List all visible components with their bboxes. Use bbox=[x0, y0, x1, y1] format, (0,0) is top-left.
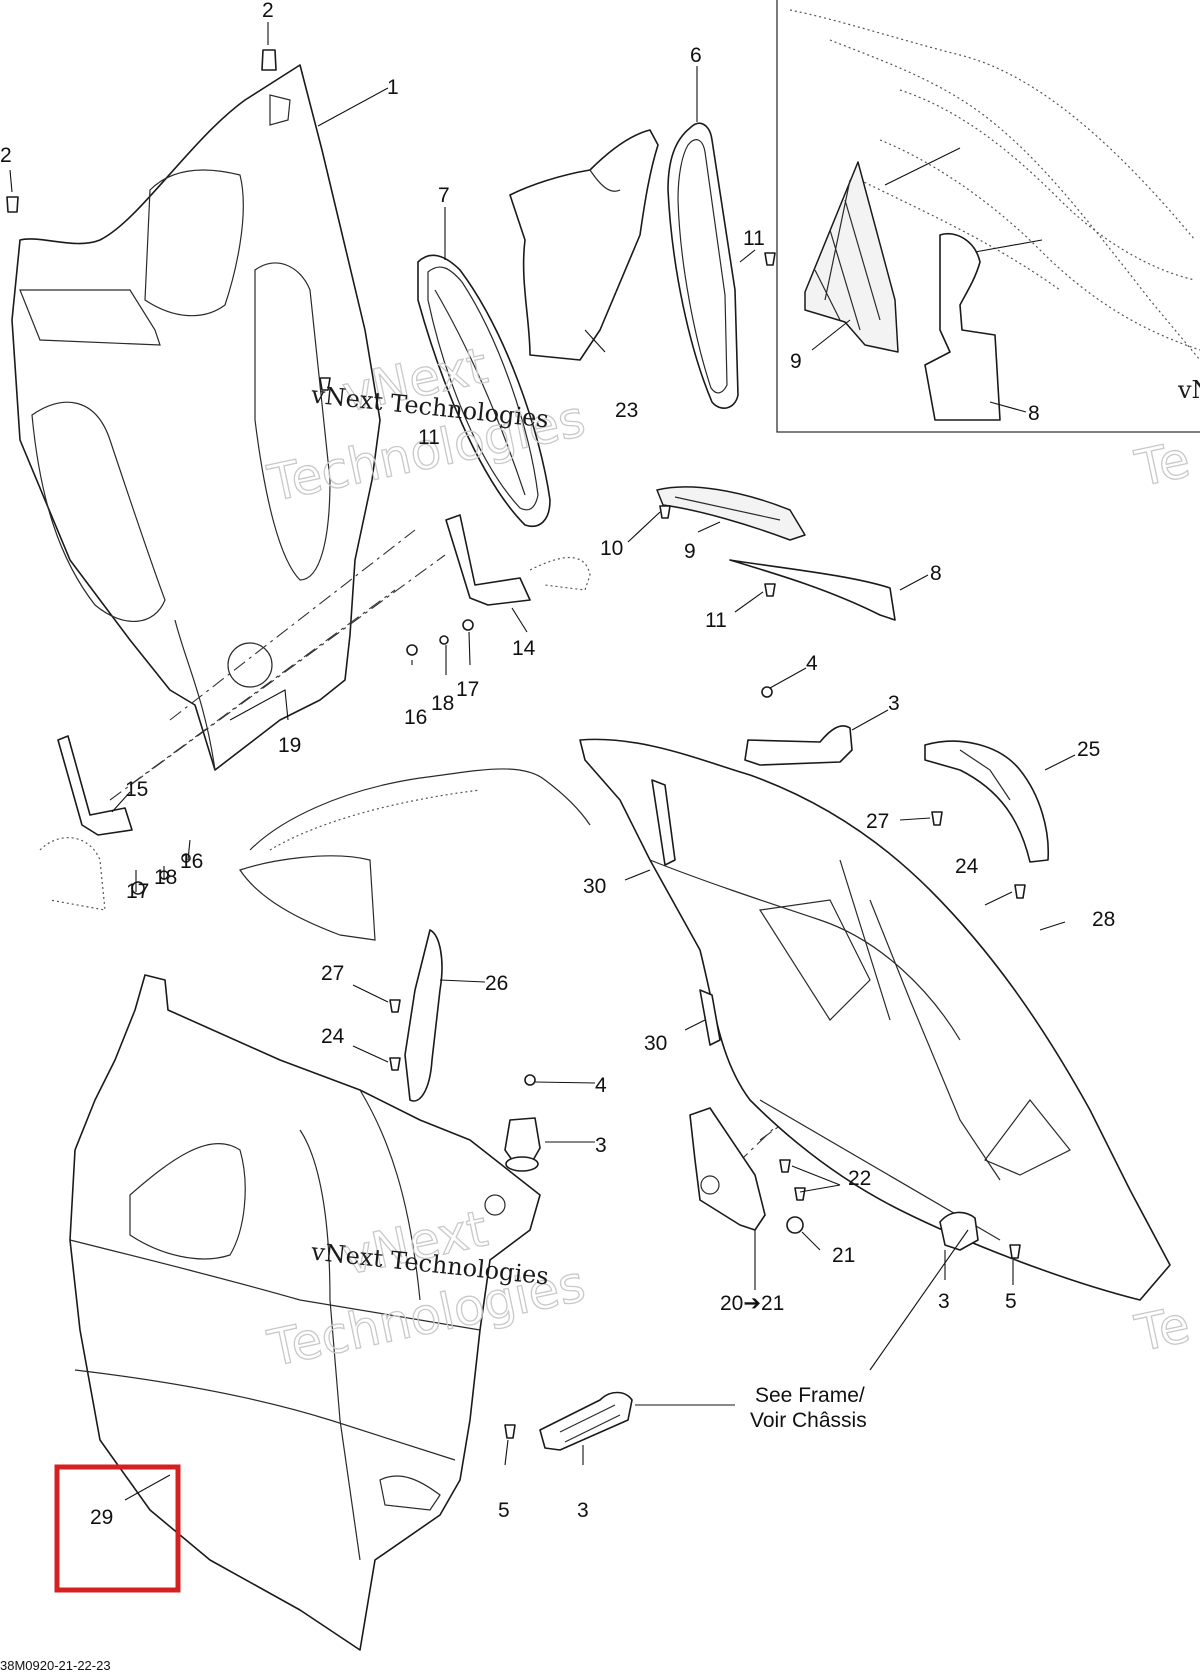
callout-2-top: 2 bbox=[262, 0, 274, 22]
part-25-molding bbox=[924, 740, 1050, 863]
callout-24-a: 24 bbox=[955, 855, 979, 878]
frame-outline-middle bbox=[239, 768, 591, 941]
callout-11-c: 11 bbox=[705, 609, 727, 632]
callout-26: 26 bbox=[485, 972, 508, 995]
part-9-trim bbox=[656, 486, 806, 541]
callout-9: 9 bbox=[684, 540, 696, 563]
callout-5-b: 5 bbox=[498, 1499, 510, 1522]
part-8-trim bbox=[729, 559, 896, 621]
part-6-vent bbox=[667, 122, 739, 409]
callout-8: 8 bbox=[930, 562, 942, 585]
part-3-handle-d bbox=[539, 1391, 633, 1451]
callout-13: 8 bbox=[1028, 402, 1040, 425]
callout-25: 25 bbox=[1077, 738, 1100, 761]
callouts: 1 2 2 6 7 11 11 11 23 10 9 8 14 16 18 17… bbox=[0, 0, 1115, 1529]
callout-28: 28 bbox=[1092, 908, 1115, 931]
callout-20-21: 20➔21 bbox=[720, 1292, 784, 1315]
part-3-handle-c bbox=[939, 1211, 979, 1251]
part-13-foam bbox=[924, 233, 1001, 421]
watermark-edge-b2: Te bbox=[1130, 1295, 1195, 1363]
callout-11-a: 11 bbox=[743, 227, 765, 250]
leader-lines bbox=[9, 22, 1076, 1501]
watermark-edge-b1: Te bbox=[1130, 430, 1195, 498]
callout-12: 9 bbox=[790, 350, 802, 373]
callout-4-a: 4 bbox=[806, 652, 818, 675]
callout-16-a: 16 bbox=[404, 706, 427, 729]
callout-4-b: 4 bbox=[595, 1074, 607, 1097]
callout-14: 14 bbox=[512, 637, 536, 660]
part-28-side-panel bbox=[579, 738, 1171, 1301]
callout-6: 6 bbox=[690, 44, 702, 67]
highlight-box-29 bbox=[54, 1464, 181, 1593]
part-7-vent bbox=[417, 254, 551, 527]
callout-27-a: 27 bbox=[866, 810, 889, 833]
callout-15: 15 bbox=[125, 778, 148, 801]
callout-18-b: 18 bbox=[154, 866, 177, 889]
part-23-foam bbox=[509, 129, 659, 361]
callout-24-b: 24 bbox=[321, 1025, 345, 1048]
callout-27-b: 27 bbox=[321, 962, 344, 985]
callout-10: 10 bbox=[600, 537, 623, 560]
callout-3-a: 3 bbox=[888, 692, 900, 715]
callout-3-b: 3 bbox=[595, 1134, 607, 1157]
inset-detail: 9 8 vN bbox=[776, 0, 1200, 433]
callout-19: 19 bbox=[278, 734, 301, 757]
callout-18-a: 18 bbox=[431, 692, 454, 715]
watermark-edge-a: vN bbox=[1177, 376, 1200, 404]
callout-22: 22 bbox=[848, 1167, 871, 1190]
callout-17-a: 17 bbox=[456, 678, 479, 701]
frame-dotted-a bbox=[529, 556, 591, 591]
callout-17-b: 17 bbox=[126, 880, 149, 903]
note-line-1: See Frame/ bbox=[755, 1384, 865, 1407]
callout-30-a: 30 bbox=[583, 875, 606, 898]
callout-2-left: 2 bbox=[0, 144, 12, 167]
drawing-code: 38M0920-21-22-23 bbox=[0, 1658, 111, 1673]
part-26-molding bbox=[404, 929, 443, 1102]
fasteners bbox=[6, 49, 1026, 1439]
see-frame-note: See Frame/ Voir Châssis bbox=[750, 1384, 867, 1432]
part-29-lower-panel bbox=[69, 974, 541, 1651]
callout-30-b: 30 bbox=[644, 1032, 667, 1055]
note-line-2: Voir Châssis bbox=[750, 1409, 867, 1432]
part-15-bracket bbox=[57, 735, 133, 836]
callout-7: 7 bbox=[438, 184, 450, 207]
callout-16-b: 16 bbox=[180, 850, 203, 873]
callout-5-a: 5 bbox=[1005, 1290, 1017, 1313]
part-14-bracket bbox=[445, 514, 531, 606]
part-3-handle-a bbox=[744, 725, 853, 766]
callout-1: 1 bbox=[387, 76, 399, 99]
callout-23: 23 bbox=[615, 399, 638, 422]
callout-3-c: 3 bbox=[938, 1290, 950, 1313]
callout-3-d: 3 bbox=[577, 1499, 589, 1522]
part-12-mesh bbox=[804, 161, 899, 353]
callout-29: 29 bbox=[90, 1506, 113, 1529]
part-1-upper-panel bbox=[11, 64, 381, 771]
frame-dotted-b bbox=[39, 837, 106, 911]
part-3-handle-b bbox=[504, 1117, 541, 1172]
callout-11-b: 11 bbox=[418, 426, 440, 449]
callout-21: 21 bbox=[832, 1244, 855, 1267]
